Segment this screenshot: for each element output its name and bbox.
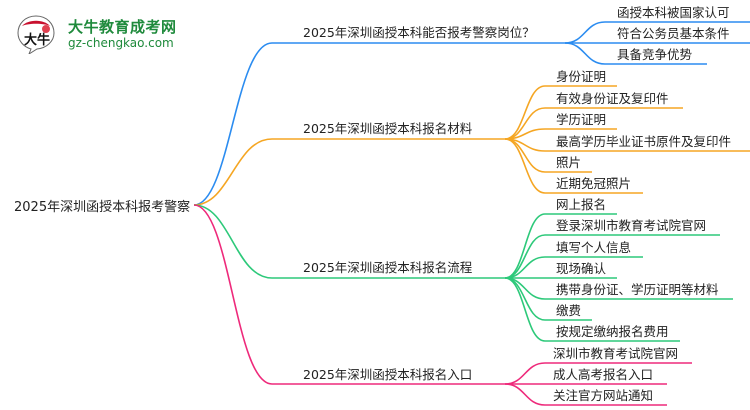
leaf-node[interactable]: 按规定缴纳报名费用 — [556, 324, 669, 339]
branch-1: 2025年深圳函授本科能否报考警察岗位？ 函授本科被国家认可 符合公务员基本条件… — [303, 5, 750, 65]
branch-2-label[interactable]: 2025年深圳函授本科报名材料 — [303, 121, 473, 136]
leaf-node[interactable]: 填写个人信息 — [556, 240, 631, 255]
branch-3: 2025年深圳函授本科报名流程 网上报名 登录深圳市教育考试院官网 填写个人信息… — [303, 197, 733, 342]
edge-b2-leaf-6 — [504, 138, 643, 194]
leaf-node[interactable]: 深圳市教育考试院官网 — [553, 346, 678, 361]
edge-root-branch-3 — [193, 204, 505, 279]
edge-b3-leaf-2 — [504, 234, 720, 279]
edge-b3-leaf-1 — [504, 213, 617, 279]
svg-text:大牛: 大牛 — [24, 32, 50, 48]
edge-root-branch-2 — [193, 138, 505, 206]
edge-root-branch-4 — [193, 204, 505, 385]
edge-b1-leaf-3 — [564, 42, 707, 65]
leaf-node[interactable]: 网上报名 — [556, 197, 606, 212]
leaf-node[interactable]: 缴费 — [556, 303, 581, 318]
brand-name: 大牛教育成考网 — [68, 18, 177, 36]
edge-root-branch-1 — [193, 42, 565, 206]
branch-2: 2025年深圳函授本科报名材料 身份证明 有效身份证及复印件 学历证明 最高学历… — [303, 69, 750, 194]
branch-4-label[interactable]: 2025年深圳函授本科报名入口 — [303, 367, 472, 382]
leaf-node[interactable]: 符合公务员基本条件 — [617, 26, 730, 41]
logo-badge-icon: 大牛 — [17, 15, 55, 54]
edge-b2-leaf-1 — [504, 85, 617, 140]
leaf-node[interactable]: 学历证明 — [556, 112, 606, 127]
leaf-node[interactable]: 身份证明 — [556, 69, 606, 84]
edge-b4-leaf-3 — [504, 383, 667, 406]
leaf-node[interactable]: 具备竞争优势 — [617, 47, 693, 62]
site-logo[interactable]: 大牛 大牛教育成考网 gz-chengkao.com — [16, 14, 206, 54]
branch-1-label[interactable]: 2025年深圳函授本科能否报考警察岗位？ — [303, 25, 535, 40]
leaf-node[interactable]: 成人高考报名入口 — [553, 367, 653, 382]
branch-3-label[interactable]: 2025年深圳函授本科报名流程 — [303, 260, 473, 275]
leaf-node[interactable]: 照片 — [556, 155, 581, 170]
leaf-node[interactable]: 函授本科被国家认可 — [617, 5, 730, 20]
leaf-node[interactable]: 近期免冠照片 — [556, 176, 631, 191]
leaf-node[interactable]: 现场确认 — [556, 261, 607, 276]
edge-b3-leaf-7 — [504, 277, 680, 342]
root-node[interactable]: 2025年深圳函授本科报考警察 — [14, 199, 190, 215]
leaf-node[interactable]: 关注官方网站通知 — [553, 388, 653, 403]
leaf-node[interactable]: 登录深圳市教育考试院官网 — [556, 218, 706, 233]
brand-url: gz-chengkao.com — [68, 36, 174, 50]
leaf-node[interactable]: 携带身份证、学历证明等材料 — [556, 282, 719, 297]
leaf-node[interactable]: 有效身份证及复印件 — [556, 91, 669, 106]
leaf-node[interactable]: 最高学历毕业证书原件及复印件 — [556, 134, 731, 149]
branch-4: 2025年深圳函授本科报名入口 深圳市教育考试院官网 成人高考报名入口 关注官方… — [303, 346, 692, 406]
